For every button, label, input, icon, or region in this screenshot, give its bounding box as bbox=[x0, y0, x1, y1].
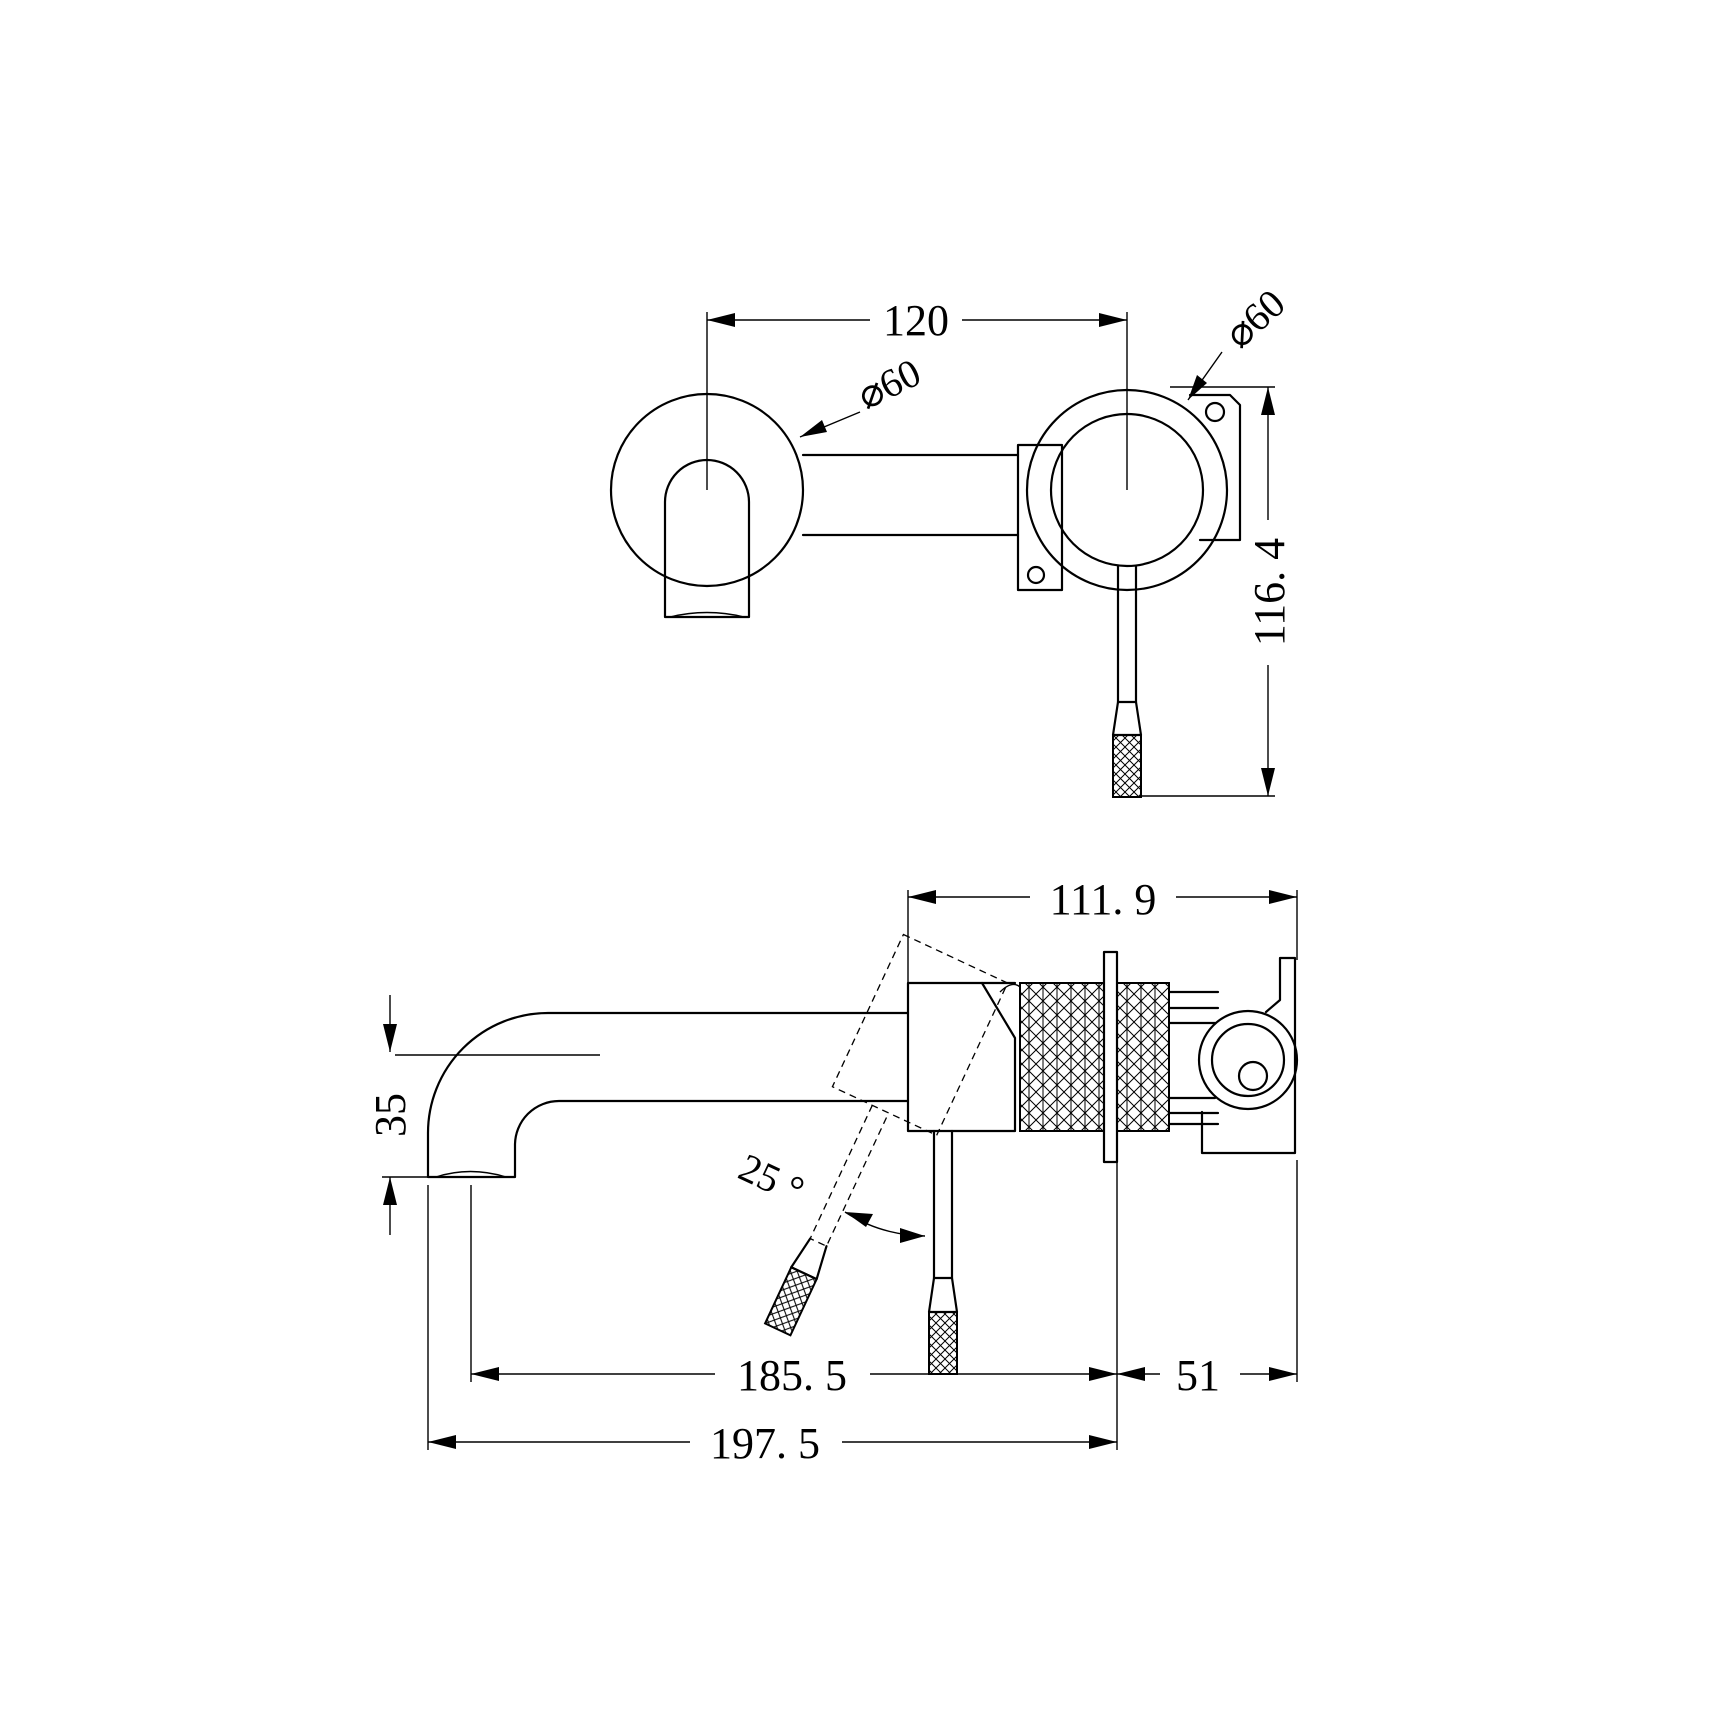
valve-body-port bbox=[1237, 1060, 1269, 1092]
mixer-body-lug bbox=[1188, 393, 1242, 542]
dim-wall-body-label: 51 bbox=[1176, 1351, 1220, 1400]
mixer-body-shoulder bbox=[999, 983, 1021, 993]
lever-rotated-ghost bbox=[763, 933, 1009, 1337]
mixer-body-side bbox=[906, 981, 1017, 1133]
cover-plate-flange bbox=[1102, 950, 1119, 1164]
lever-side-grip bbox=[928, 1311, 958, 1375]
spout-outlet bbox=[669, 611, 745, 618]
dim-body-depth: 111. 9 bbox=[907, 875, 1298, 983]
lug-screw bbox=[1204, 401, 1226, 423]
dim-mixer-plate-label: ⌀60 bbox=[1216, 280, 1294, 356]
side-view: 25 ° 111. 9 35 bbox=[366, 875, 1299, 1468]
knurled-collar bbox=[1116, 982, 1170, 1132]
valve-body-ribs bbox=[1167, 990, 1220, 1126]
valve-body-outer bbox=[1197, 1009, 1299, 1111]
top-view: 120 ⌀60 ⌀60 116. 4 bbox=[609, 280, 1294, 798]
dim-lever-angle-label: 25 ° bbox=[732, 1144, 811, 1213]
spout-side-outlet bbox=[435, 1170, 507, 1178]
lever-stem bbox=[1116, 564, 1138, 704]
dim-height: 116. 4 bbox=[1141, 386, 1294, 797]
valve-body-inner bbox=[1210, 1022, 1286, 1098]
dim-spacing: 120 bbox=[707, 296, 1127, 345]
dim-spout-reach-label: 185. 5 bbox=[737, 1351, 847, 1400]
dim-spout-plate-label: ⌀60 bbox=[850, 350, 927, 419]
lever-knurled-grip bbox=[1112, 734, 1142, 798]
dim-spout-drop-label: 35 bbox=[366, 1093, 415, 1137]
dim-height-label: 116. 4 bbox=[1245, 538, 1294, 646]
lever-side-stem bbox=[932, 1129, 954, 1280]
dim-body-depth-label: 111. 9 bbox=[1050, 875, 1157, 924]
dim-wall-body: 51 bbox=[1117, 1351, 1297, 1400]
knurled-sleeve bbox=[1019, 982, 1105, 1132]
dim-total-length-label: 197. 5 bbox=[710, 1419, 820, 1468]
dim-spout-reach: 185. 5 bbox=[471, 1351, 1117, 1400]
dim-spout-plate: ⌀60 bbox=[799, 350, 928, 438]
dim-spacing-label: 120 bbox=[883, 296, 949, 345]
dim-spout-drop: 35 bbox=[366, 995, 428, 1235]
dim-total-length: 197. 5 bbox=[428, 1419, 1117, 1468]
spout-side-outline bbox=[426, 1011, 910, 1179]
dim-lever-angle: 25 ° bbox=[732, 1144, 926, 1243]
bracket-screw bbox=[1026, 565, 1046, 585]
lever-neck bbox=[1111, 700, 1143, 737]
dim-mixer-plate: ⌀60 bbox=[1187, 280, 1294, 401]
mixer-body-bracket bbox=[1016, 443, 1064, 592]
spout-top-outline bbox=[663, 458, 751, 619]
lever-side-neck bbox=[927, 1276, 959, 1314]
valve-body-bracket bbox=[1200, 956, 1297, 1155]
